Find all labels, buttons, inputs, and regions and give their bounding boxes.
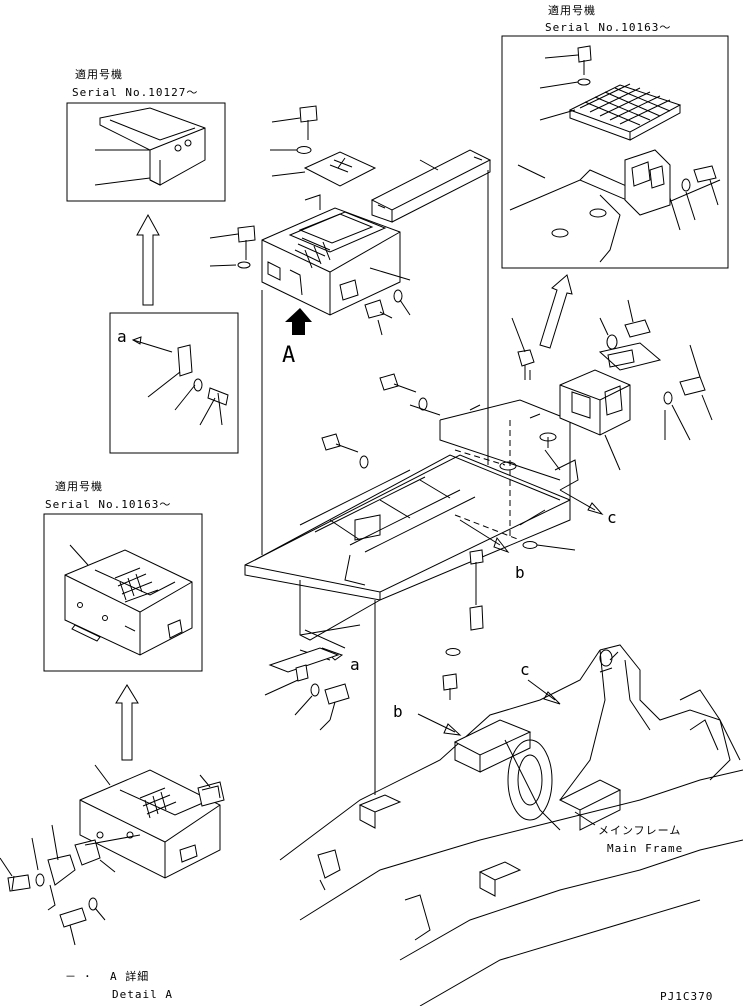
main-frame-drawing: b c メインフレーム Main Frame — [279, 644, 743, 1006]
inset-box — [66, 102, 226, 202]
inset-serial-10163-right: 適用号機 Serial No.10163～ — [501, 3, 729, 269]
callout-c-main: c — [607, 508, 617, 527]
detail-dash: － ･ — [65, 970, 91, 983]
detail-title-jp: A 詳細 — [110, 969, 149, 983]
inset-serial-10163-left: 適用号機 Serial No.10163～ — [43, 479, 203, 672]
main-frame-label-en: Main Frame — [607, 842, 683, 855]
inset-battery-box-drawing — [64, 544, 193, 656]
detail-a-drawing — [0, 764, 225, 946]
up-arrow-2 — [115, 684, 139, 761]
inset-title-jp: 適用号機 — [55, 479, 103, 493]
guide-lines — [261, 170, 531, 795]
battery-box-assembly — [209, 105, 492, 336]
detail-title-en: Detail A — [112, 988, 173, 1001]
drawing-code: PJ1C370 — [660, 990, 713, 1003]
inset-part-drawing — [94, 107, 206, 186]
up-arrow-3 — [539, 274, 573, 349]
inset-title-jp: 適用号機 — [75, 67, 123, 81]
inset-serial: Serial No.10163～ — [45, 498, 171, 511]
frame-bracket-assembly: a b c — [244, 299, 713, 731]
up-arrow-1 — [136, 213, 160, 306]
inset-box — [501, 35, 729, 269]
inset-box — [43, 513, 203, 672]
callout-c-frame: c — [520, 660, 530, 679]
main-frame-label-jp: メインフレーム — [598, 824, 681, 837]
inset-box-a — [109, 312, 239, 454]
inset-serial: Serial No.10127～ — [72, 86, 198, 99]
inset-title-jp: 適用号機 — [548, 3, 596, 17]
view-arrow-A: A — [282, 308, 312, 368]
detail-a-caption: － ･ A 詳細 Detail A — [65, 969, 173, 1001]
callout-a-main: a — [350, 655, 360, 674]
inset-plate-a: a — [109, 312, 239, 454]
inset-serial-10127: 適用号機 Serial No.10127～ — [66, 67, 226, 202]
callout-b-frame: b — [393, 702, 403, 721]
inset-cover-grid-drawing — [509, 45, 721, 263]
callout-A: A — [282, 343, 295, 368]
callout-a-inset: a — [117, 327, 127, 346]
inset-serial: Serial No.10163～ — [545, 21, 671, 34]
callout-b-main: b — [515, 563, 525, 582]
